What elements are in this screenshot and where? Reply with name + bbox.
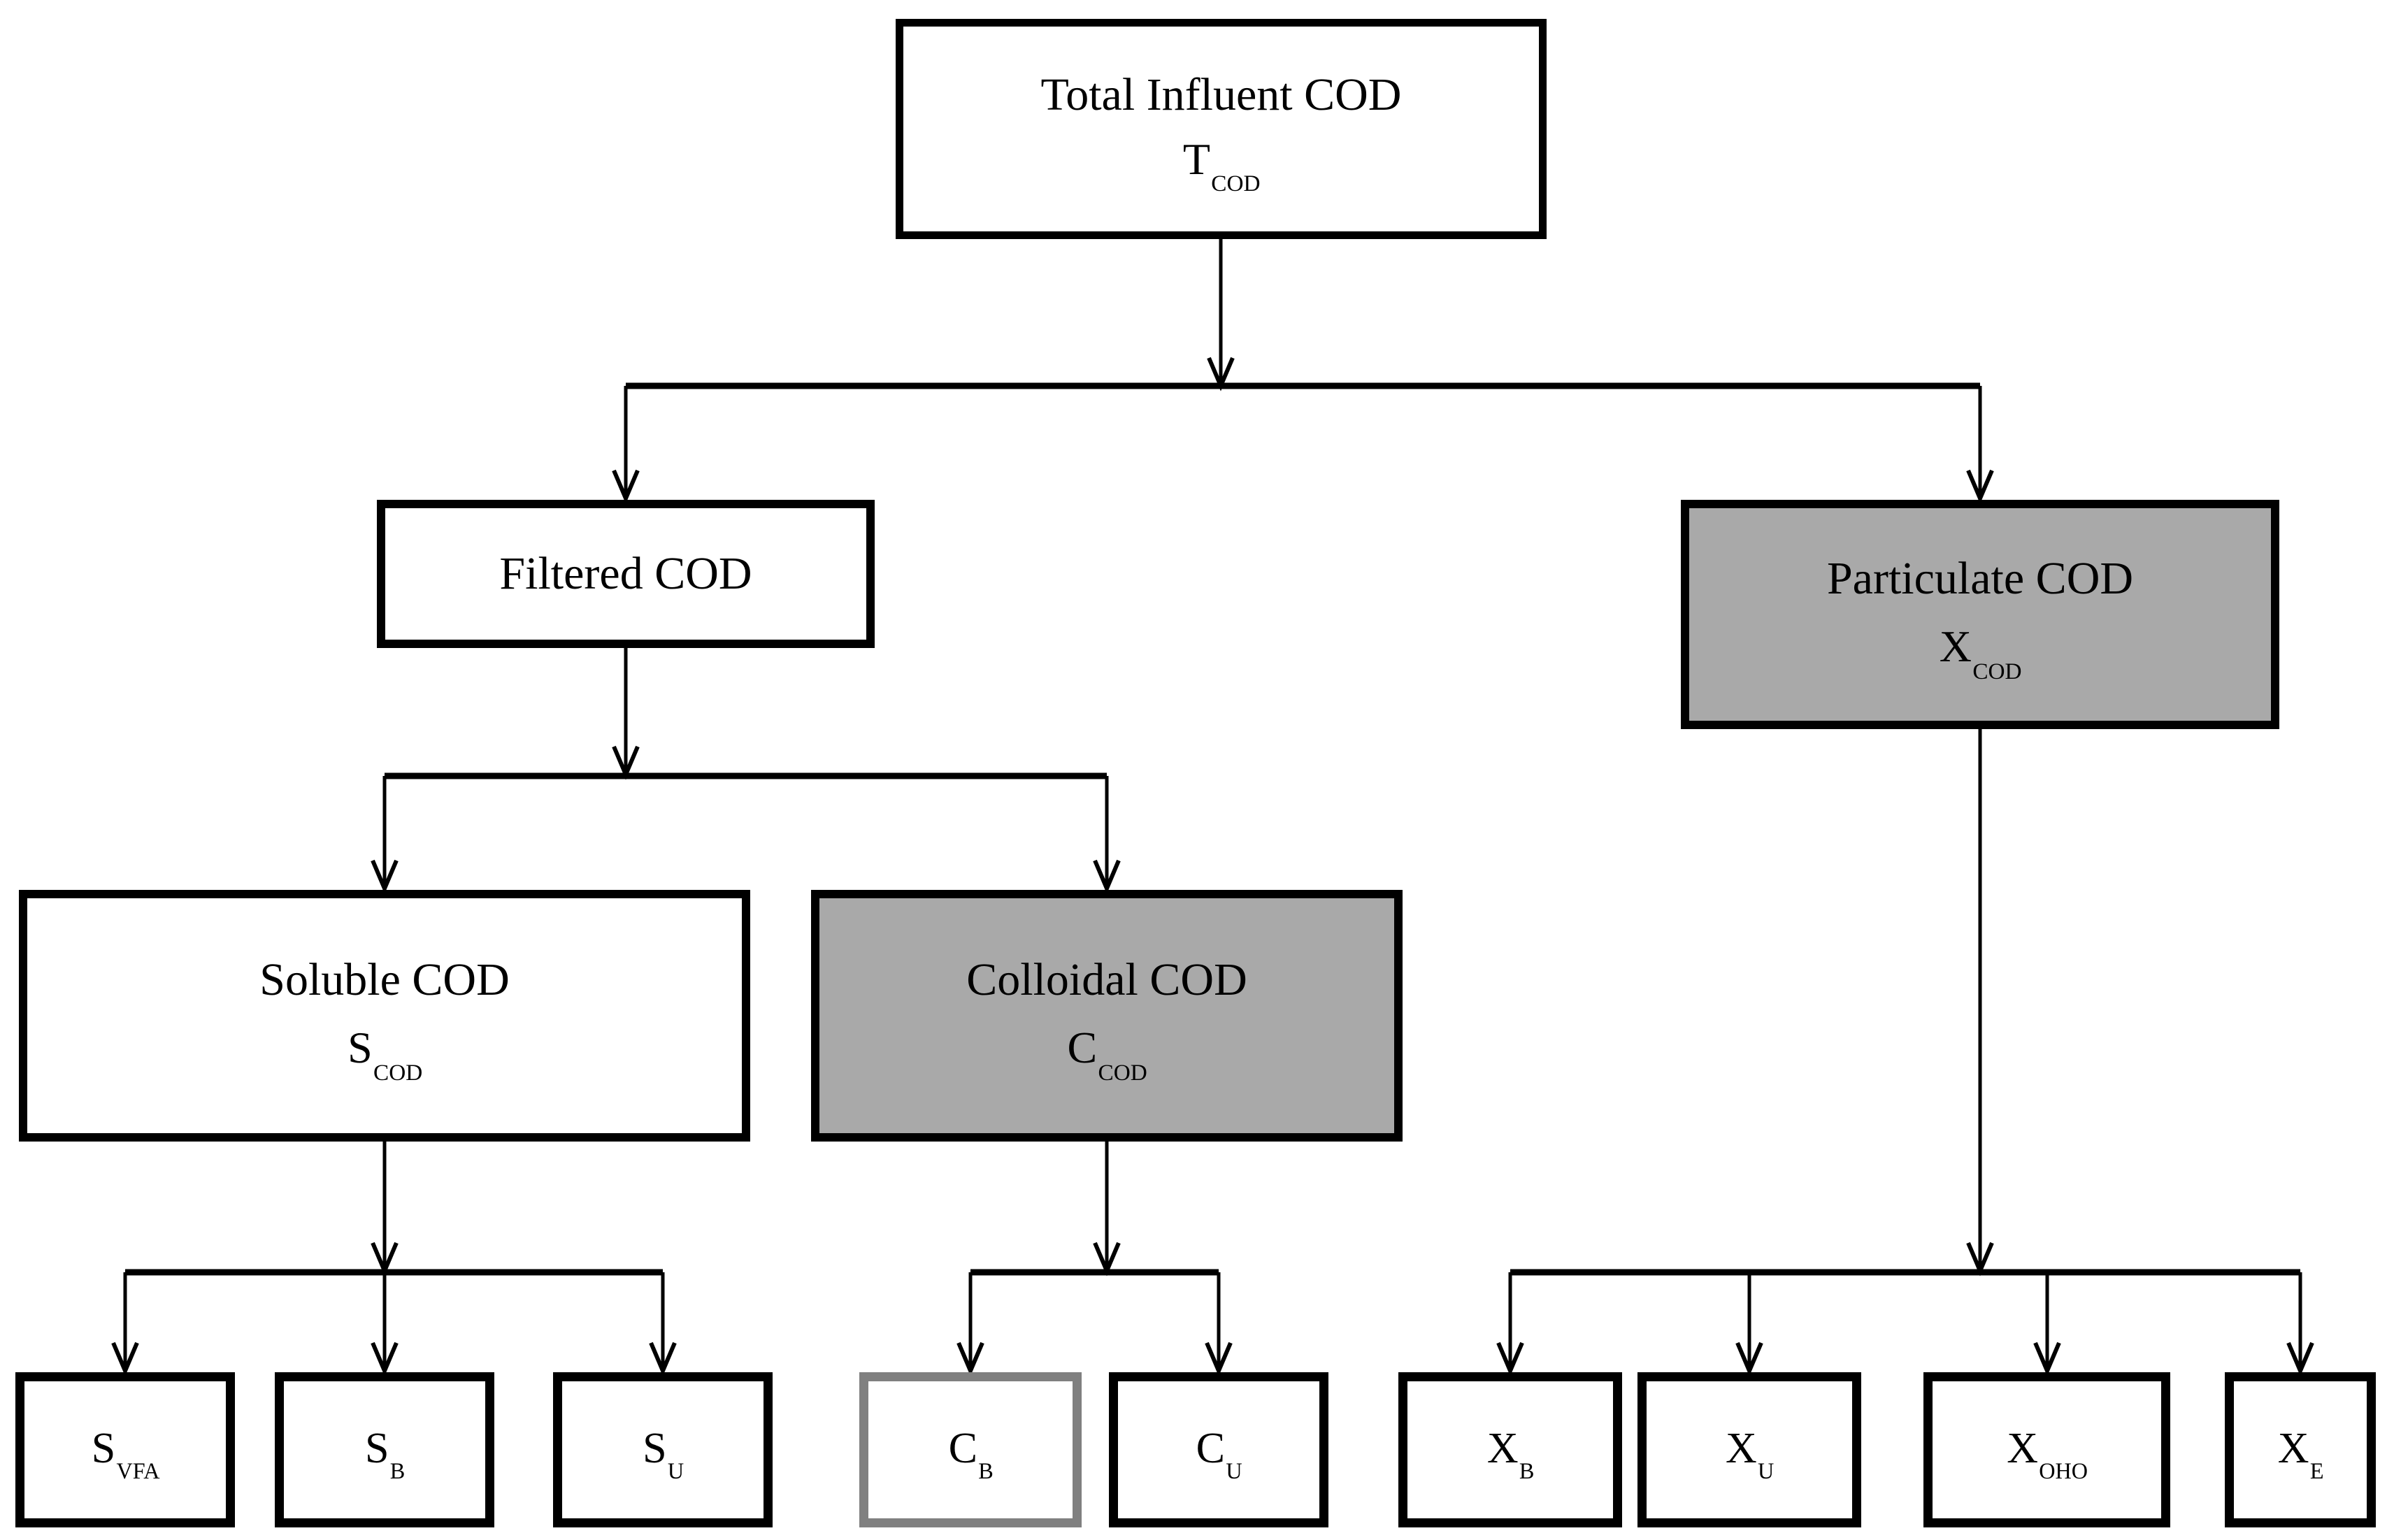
node-subscript: U <box>1226 1458 1242 1484</box>
node-label: Soluble COD <box>259 953 510 1005</box>
node-subscript: COD <box>1098 1059 1147 1086</box>
node-symbol: X <box>1939 621 1972 672</box>
node-c-b: CB <box>859 1372 1082 1527</box>
node-colloidal-cod: Colloidal COD CCOD <box>811 890 1403 1142</box>
node-x-oho: XOHO <box>1923 1372 2170 1527</box>
node-particulate-cod: Particulate COD XCOD <box>1681 500 2279 729</box>
node-symbol-line: XOHO <box>2007 1424 2088 1483</box>
node-symbol: T <box>1182 134 1210 184</box>
node-subscript: B <box>1519 1458 1535 1484</box>
node-subscript: COD <box>1972 658 2022 684</box>
node-symbol: X <box>2007 1424 2038 1472</box>
node-symbol: X <box>1725 1424 1757 1472</box>
node-symbol-line: XB <box>1486 1424 1535 1483</box>
node-symbol-line: SVFA <box>91 1424 160 1483</box>
node-subscript: VFA <box>116 1458 160 1484</box>
node-x-u: XU <box>1637 1372 1861 1527</box>
node-symbol-line: XU <box>1725 1424 1774 1483</box>
node-total-influent-cod: Total Influent COD TCOD <box>896 19 1547 239</box>
node-subscript: B <box>978 1458 994 1484</box>
node-symbol: S <box>365 1424 389 1472</box>
node-x-e: XE <box>2225 1372 2376 1527</box>
node-symbol-line: SU <box>643 1424 684 1483</box>
node-label: Colloidal COD <box>966 953 1247 1005</box>
node-subscript: COD <box>373 1059 423 1086</box>
node-symbol: S <box>347 1023 373 1073</box>
node-s-b: SB <box>275 1372 494 1527</box>
node-symbol-line: SB <box>365 1424 405 1483</box>
node-c-u: CU <box>1109 1372 1328 1527</box>
node-subscript: COD <box>1211 171 1261 197</box>
node-subscript: OHO <box>2039 1458 2088 1484</box>
node-symbol: X <box>1486 1424 1519 1472</box>
node-subscript: U <box>667 1458 684 1484</box>
node-label: Filtered COD <box>499 547 752 599</box>
node-label: Particulate COD <box>1826 552 2134 604</box>
node-s-vfa: SVFA <box>15 1372 235 1527</box>
tree-edges <box>123 239 2302 1372</box>
node-symbol: C <box>948 1424 977 1472</box>
node-symbol-line: CB <box>948 1424 994 1483</box>
node-subscript: U <box>1758 1458 1775 1484</box>
node-label: Total Influent COD <box>1040 69 1402 121</box>
node-subscript: E <box>2309 1458 2324 1484</box>
node-s-u: SU <box>553 1372 773 1527</box>
node-symbol-line: XE <box>2277 1424 2324 1483</box>
node-filtered-cod: Filtered COD <box>377 500 875 648</box>
node-subscript: B <box>389 1458 406 1484</box>
node-symbol: C <box>1196 1424 1226 1472</box>
node-soluble-cod: Soluble COD SCOD <box>19 890 750 1142</box>
node-symbol: C <box>1067 1023 1098 1073</box>
node-symbol-line: CCOD <box>1067 1023 1147 1084</box>
node-symbol: X <box>2277 1424 2309 1472</box>
node-symbol: S <box>643 1424 667 1472</box>
node-symbol-line: TCOD <box>1182 134 1261 195</box>
node-symbol-line: SCOD <box>347 1023 422 1084</box>
node-symbol-line: CU <box>1196 1424 1242 1483</box>
node-x-b: XB <box>1398 1372 1622 1527</box>
node-symbol-line: XCOD <box>1939 621 2022 683</box>
node-symbol: S <box>91 1424 116 1472</box>
